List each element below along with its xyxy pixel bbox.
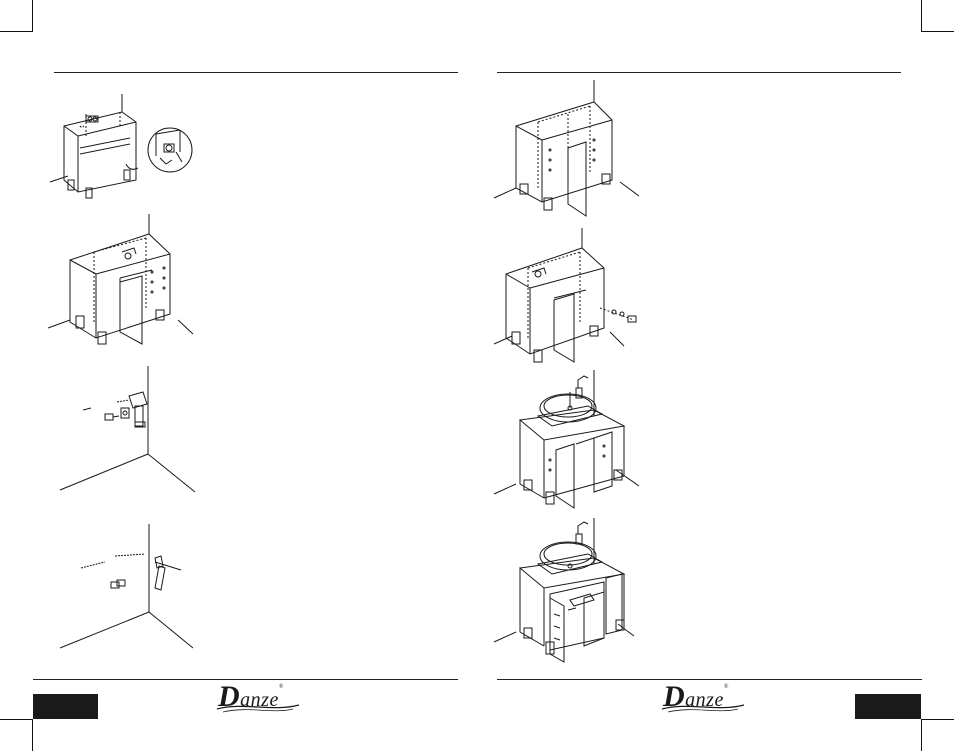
crop-mark-bottom-left-h — [0, 719, 32, 720]
crop-mark-bottom-right-h — [921, 719, 954, 720]
logo-registered: ® — [279, 684, 284, 690]
figure-vanity-open-doors-drawer — [494, 518, 644, 668]
logo-registered: ® — [724, 684, 729, 690]
figure-cabinet-frame — [494, 80, 644, 220]
right-page-number-tab — [855, 694, 921, 719]
left-page-number-tab — [33, 694, 98, 719]
crop-mark-top-right — [921, 0, 922, 32]
left-page-header-rule — [54, 72, 458, 73]
figure-vanity-with-vessel-sink — [494, 370, 644, 510]
figure-attaching-side-panel — [494, 228, 644, 363]
crop-mark-top-left-h — [0, 31, 32, 32]
figure-cabinet-with-door — [48, 212, 198, 347]
crop-mark-bottom-left — [32, 719, 33, 751]
figure-drilling-wall-anchor — [55, 366, 205, 496]
crop-mark-bottom-right — [921, 719, 922, 751]
figure-frame-with-back-panel-detail — [50, 92, 210, 202]
figure-fastening-wall-anchor — [55, 522, 205, 652]
right-logo-swoosh-icon — [658, 700, 748, 714]
crop-mark-top-right-h — [921, 31, 954, 32]
left-logo-swoosh-icon — [213, 700, 303, 714]
right-page-header-rule — [497, 72, 901, 73]
crop-mark-top-left — [32, 0, 33, 32]
